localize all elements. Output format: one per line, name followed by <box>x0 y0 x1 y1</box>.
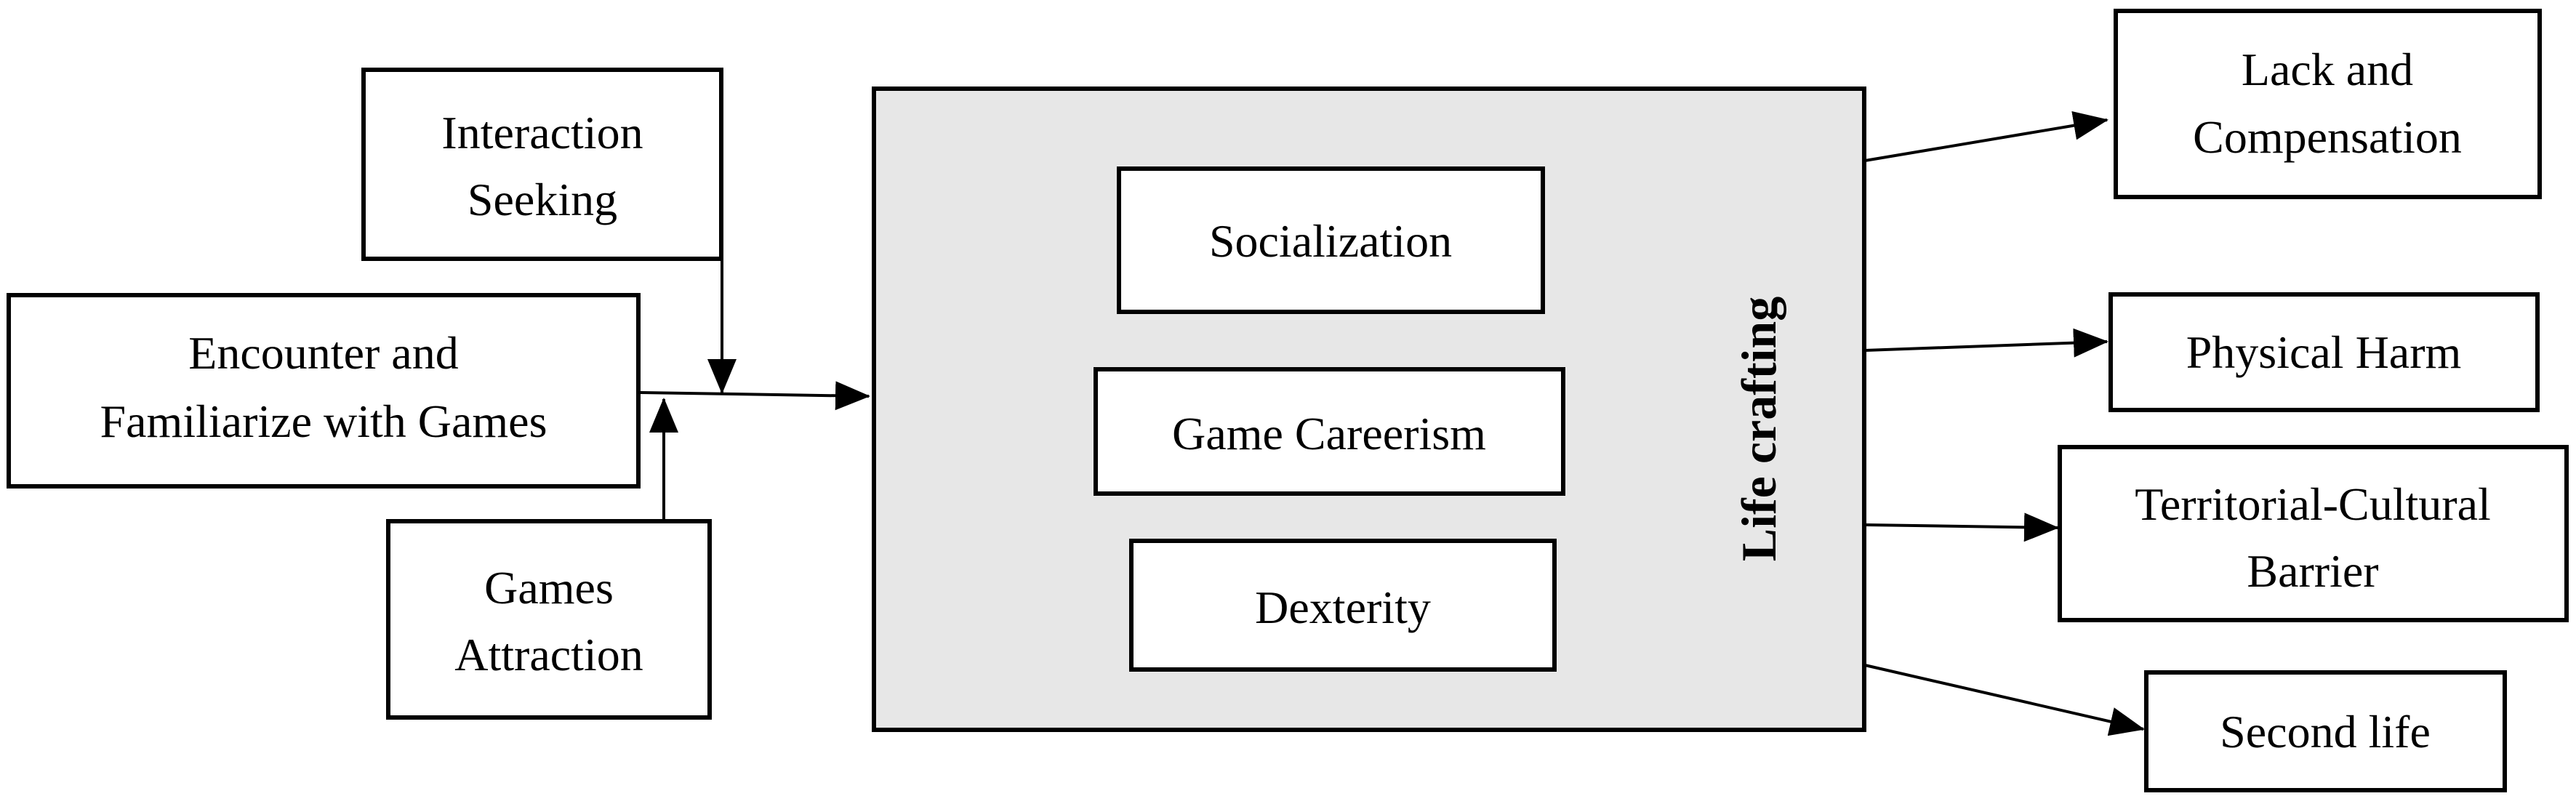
interaction-seeking-line-1: Interaction <box>441 107 643 158</box>
territorial-cultural-line-1: Territorial-Cultural <box>2135 478 2491 530</box>
interaction-seeking-line-2: Seeking <box>468 174 617 225</box>
interaction-seeking-node: Interaction Seeking <box>361 68 723 261</box>
core-item-socialization: Socialization <box>1209 215 1452 267</box>
physical-harm-node: Physical Harm <box>2108 292 2540 412</box>
territorial-cultural-line-2: Barrier <box>2247 545 2378 597</box>
core-item-dexterity: Dexterity <box>1255 582 1431 633</box>
territorial-cultural-node: Territorial-Cultural Barrier <box>2058 445 2569 622</box>
encounter-line-2: Familiarize with Games <box>100 395 547 447</box>
games-attraction-node: Games Attraction <box>386 519 712 720</box>
arrow-core-to-second-life <box>1864 664 2145 736</box>
core-item-game-careerism: Game Careerism <box>1172 408 1486 459</box>
encounter-node: Encounter and Familiarize with Games <box>7 293 641 489</box>
games-attraction-line-1: Games <box>484 562 614 614</box>
life-crafting-core: Socialization Game Careerism Dexterity L… <box>872 87 1866 732</box>
arrow-core-to-lack <box>1864 110 2108 162</box>
second-life-label: Second life <box>2220 706 2431 757</box>
arrow-encounter-to-core <box>639 381 870 411</box>
physical-harm-label: Physical Harm <box>2186 326 2462 378</box>
core-title: Life crafting <box>1731 297 1786 561</box>
lack-compensation-line-1: Lack and <box>2242 44 2413 95</box>
games-attraction-line-2: Attraction <box>454 629 643 680</box>
lack-compensation-line-2: Compensation <box>2193 111 2462 163</box>
encounter-line-1: Encounter and <box>188 327 458 379</box>
second-life-node: Second life <box>2144 670 2507 792</box>
arrow-core-to-physical-harm <box>1864 328 2108 358</box>
connectors <box>639 110 2145 736</box>
lack-compensation-node: Lack and Compensation <box>2114 9 2542 199</box>
arrow-core-to-territorial <box>1864 512 2059 542</box>
